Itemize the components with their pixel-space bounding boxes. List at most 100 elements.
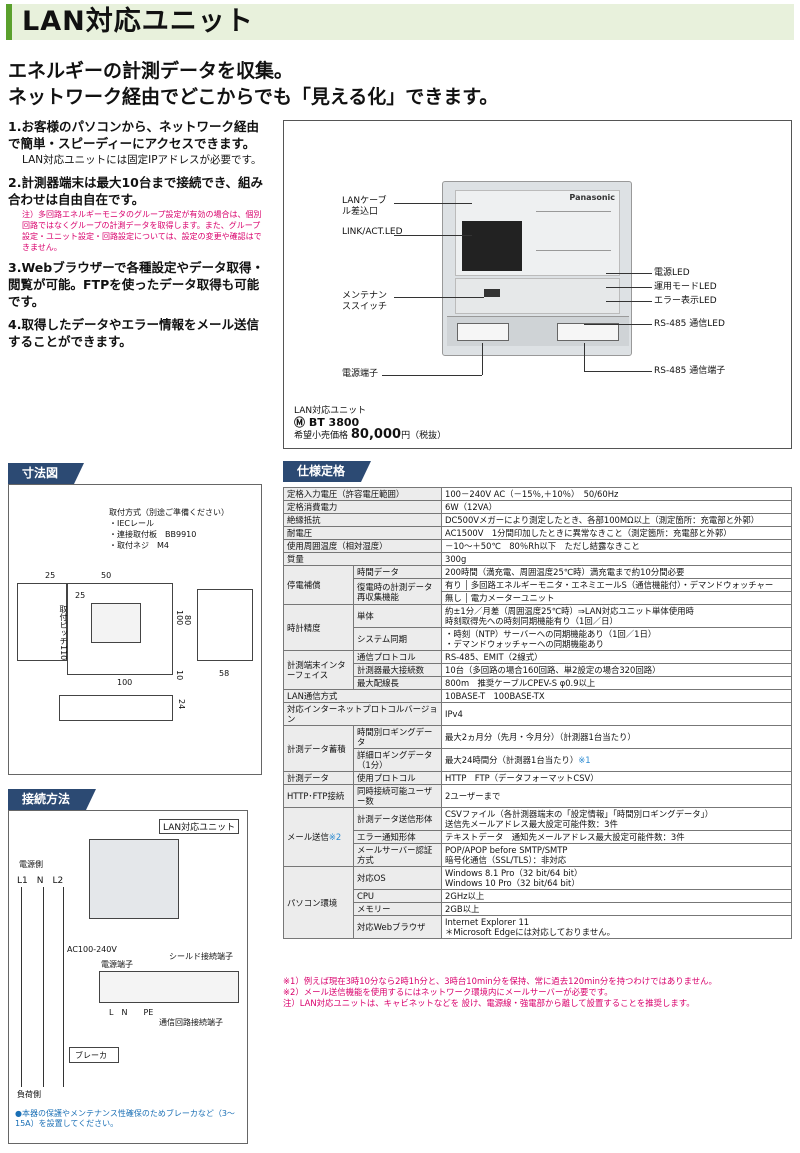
- device-image: Panasonic: [442, 181, 632, 356]
- spec-head: 時計精度: [283, 604, 354, 651]
- device-terminal-strip: [447, 316, 629, 346]
- feature-main: 2.計測器端末は最大10台まで接続でき、組み合わせは自由自在です。: [8, 175, 263, 207]
- table-row: 詳細ロギングデータ（1分） 最大24時間分（計測器1台当たり）※1: [284, 748, 792, 772]
- spec-subhead: 詳細ロギングデータ（1分）: [353, 748, 442, 772]
- label-power-terminal: 電源端子: [342, 369, 379, 379]
- feature-sub: LAN対応ユニットには固定IPアドレスが必要です。: [22, 154, 262, 166]
- leader-line: [584, 371, 652, 372]
- feature-item: 3.Webブラウザーで各種設定やデータ取得・閲覧が可能。FTPを使ったデータ取得…: [8, 259, 268, 310]
- footnote-ref: ※2: [328, 832, 342, 842]
- leader-line: [394, 203, 472, 204]
- label-rs485-led: RS-485 通信LED: [654, 319, 725, 329]
- table-row: 復電時の計測データ再収集機能 有り多回路エネルギーモニタ・エネミエールS（通信機…: [284, 578, 792, 605]
- spec-subhead: メモリー: [353, 902, 442, 916]
- label-power-led: 電源LED: [654, 268, 690, 278]
- label-mode-led: 運用モードLED: [654, 282, 717, 292]
- leader-line: [482, 343, 483, 375]
- conn-note: ●本器の保護やメンテナンス性確保のためブレーカなど（3～15A）を設置してくださ…: [15, 1109, 235, 1128]
- feature-main: 4.取得したデータやエラー情報をメール送信することができます。: [8, 317, 259, 349]
- mount-title: 取付方式（別途ご準備ください）: [109, 508, 229, 517]
- spec-value: 100－240V AC（－15％,＋10％） 50/60Hz: [441, 487, 792, 501]
- spec-value: －10～＋50℃ 80％Rh以下 ただし結露なきこと: [441, 539, 792, 553]
- feature-list: 1.お客様のパソコンから、ネットワーク経由で簡単・スピーディーにアクセスできます…: [8, 118, 268, 356]
- table-row: 対応Webブラウザ Internet Explorer 11＊Microsoft…: [284, 915, 792, 939]
- conn-terminal-letters: L N PE: [109, 1008, 154, 1017]
- spec-head: 停電補償: [283, 565, 354, 605]
- conn-phases: L1 N L2: [17, 876, 64, 886]
- wire-l2: [63, 887, 64, 1087]
- spec-head: HTTP･FTP接続: [283, 784, 354, 808]
- spec-value: 800m 推奨ケーブルCPEV-S φ0.9以上: [441, 676, 792, 690]
- price-label: 希望小売価格: [294, 431, 349, 441]
- device-spec-label: [536, 211, 611, 251]
- feature-item: 2.計測器端末は最大10台まで接続でき、組み合わせは自由自在です。 注）多回路エ…: [8, 174, 268, 253]
- spec-value: HTTP FTP（データフォーマットCSV）: [441, 771, 792, 785]
- tab-spec: 仕様定格: [283, 461, 372, 482]
- table-row: エラー通知形体テキストデータ 通知先メールアドレス最大設定可能件数：3件: [284, 830, 792, 844]
- spec-subhead: メールサーバー認証方式: [353, 843, 442, 867]
- title-bar: LAN対応ユニット: [6, 4, 794, 40]
- table-row: システム同期 ・時刻（NTP）サーバーへの同期機能あり（1回／1日）・デマンドウ…: [284, 627, 792, 651]
- headline-line-1: エネルギーの計測データを収集。: [8, 60, 294, 82]
- label-rs485-terminal: RS-485 通信端子: [654, 366, 726, 376]
- tab-dimensions: 寸法図: [8, 463, 85, 484]
- spec-value: CSVファイル（各計測器端末の「設定情報」「時間別ロギングデータ」）送信先メール…: [441, 807, 792, 831]
- feature-note: 注）多回路エネルギーモニタのグループ設定が有効の場合は、個別回路ではなくグループ…: [22, 210, 262, 252]
- spec-subhead: 使用プロトコル: [353, 771, 442, 785]
- label-link-act: LINK/ACT.LED: [342, 227, 403, 237]
- device-display: [462, 221, 522, 271]
- spec-head: 耐電圧: [283, 526, 442, 540]
- table-row: パソコン環境 対応OS Windows 8.1 Pro（32 bit/64 bi…: [283, 866, 792, 939]
- spec-line: Windows 10 Pro（32 bit/64 bit）: [445, 878, 580, 888]
- spec-subhead: システム同期: [353, 627, 442, 651]
- spec-value: RS-485、EMIT（2線式）: [441, 650, 792, 664]
- feature-item: 4.取得したデータやエラー情報をメール送信することができます。: [8, 316, 268, 350]
- dim-25a: 25: [45, 571, 56, 580]
- spec-line: ・デマンドウォッチャーへの同期機能あり: [445, 639, 605, 649]
- spec-subhead: 同時接続可能ユーザー数: [353, 784, 442, 808]
- product-photo-panel: Panasonic LANケーブル差込口 LINK/ACT.LED メンテナンス…: [283, 120, 792, 449]
- spec-line: ・時刻（NTP）サーバーへの同期機能あり（1回／1日）: [445, 629, 657, 639]
- dim-10: 10: [175, 670, 184, 681]
- footnote: ※1）例えば現在3時10分なら2時1h分と、3時台10min分を保持、常に過去1…: [283, 976, 717, 986]
- spec-head: 質量: [283, 552, 442, 566]
- leader-line: [606, 273, 652, 274]
- leader-line: [394, 235, 472, 236]
- spec-line: 送信先メールアドレス最大設定可能件数：3件: [445, 819, 618, 829]
- spec-subhead: 時間別ロギングデータ: [353, 725, 442, 749]
- table-row: 計測データ蓄積 時間別ロギングデータ 最大2ヵ月分（先月・今月分）（計測器1台当…: [283, 725, 792, 772]
- feature-item: 1.お客様のパソコンから、ネットワーク経由で簡単・スピーディーにアクセスできます…: [8, 118, 268, 168]
- spec-head: 定格入力電圧（許容電圧範囲）: [283, 487, 442, 501]
- product-price: 希望小売価格 80,000円（税抜）: [294, 428, 446, 442]
- spec-subhead: 最大配線長: [353, 676, 442, 690]
- spec-value: 最大24時間分（計測器1台当たり）※1: [441, 748, 792, 772]
- spec-line: Windows 8.1 Pro（32 bit/64 bit）: [445, 868, 583, 878]
- spec-head: メール送信※2: [283, 807, 354, 867]
- spec-value: 2GHz以上: [441, 889, 792, 903]
- product-model: Ⓜ BT 3800: [294, 416, 360, 429]
- product-info: LAN対応ユニット Ⓜ BT 3800 希望小売価格 80,000円（税抜）: [294, 405, 446, 442]
- spec-subhead: 計測データ送信形体: [353, 807, 442, 831]
- leader-line: [606, 287, 652, 288]
- side-view: [197, 589, 253, 661]
- spec-head: 計測端末インターフェイス: [283, 650, 354, 690]
- spec-value: 10BASE-T 100BASE-TX: [441, 689, 792, 703]
- spec-subhead: CPU: [353, 889, 442, 903]
- spec-head: パソコン環境: [283, 866, 354, 939]
- spec-subhead: 単体: [353, 604, 442, 628]
- spec-subhead: 対応Webブラウザ: [353, 915, 442, 939]
- table-row: 計測端末インターフェイス 通信プロトコル RS-485、EMIT（2線式）: [283, 650, 792, 690]
- leader-line: [382, 375, 482, 376]
- spec-value: 10台（多回路の場合160回路、単2設定の場合320回路）: [441, 663, 792, 677]
- mount-item: ・取付ネジ M4: [109, 541, 169, 550]
- product-name: LAN対応ユニット: [294, 406, 367, 416]
- table-row: 使用周囲温度（相対湿度）－10～＋50℃ 80％Rh以下 ただし結露なきこと: [283, 539, 792, 553]
